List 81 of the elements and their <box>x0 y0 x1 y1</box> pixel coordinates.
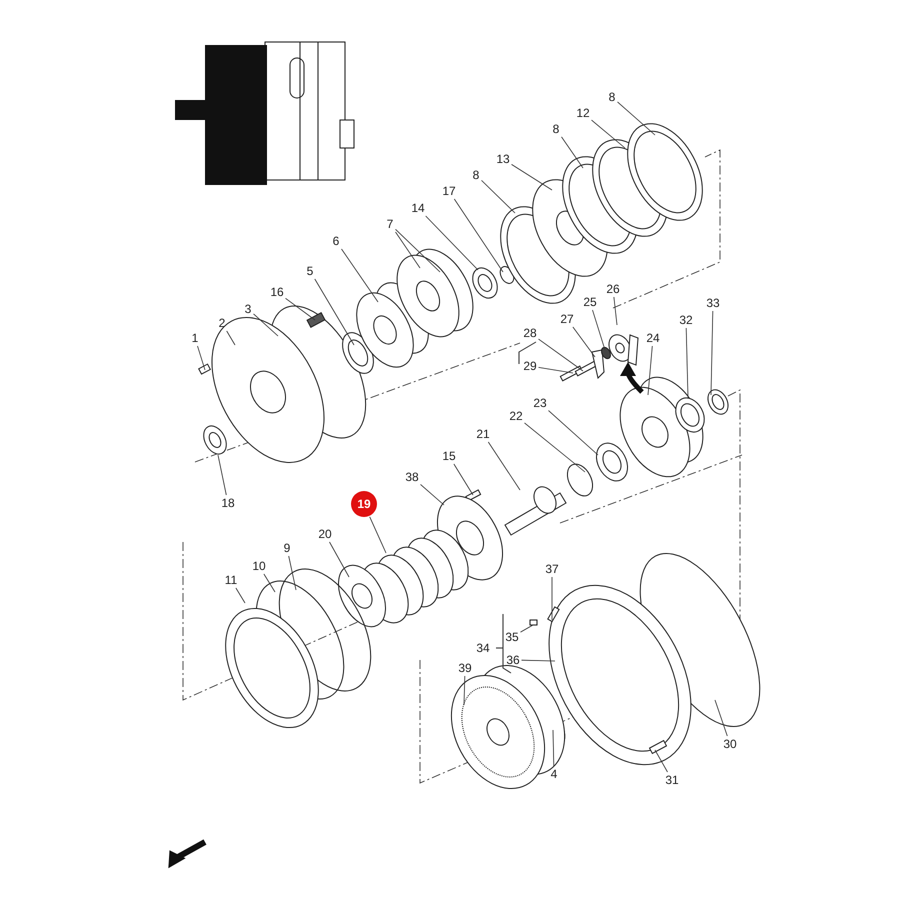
callout-number: 17 <box>441 184 457 198</box>
callout-number: 9 <box>282 541 292 555</box>
callout-number: 8 <box>608 90 616 104</box>
callout-number: 18 <box>220 496 236 510</box>
callout-number: 8 <box>552 122 560 136</box>
leader-line <box>710 310 714 396</box>
callout-number: 35 <box>504 630 520 644</box>
callout-number: 28 <box>522 326 538 340</box>
leader-line <box>686 328 688 398</box>
leader-line <box>329 542 350 578</box>
callout-number: 10 <box>251 559 267 573</box>
leader-line <box>538 367 574 374</box>
callout-number: 16 <box>269 285 285 299</box>
callout-number: 37 <box>544 562 560 576</box>
callout-number: 3 <box>244 302 252 316</box>
callout-number: 21 <box>475 427 491 441</box>
callout-number: 4 <box>550 767 558 781</box>
callout-number: 39 <box>457 661 473 675</box>
callout-number: 2 <box>218 316 226 330</box>
callout-number: 33 <box>705 296 721 310</box>
leader-line <box>395 228 440 272</box>
leader-line <box>561 136 584 168</box>
leader-line <box>654 750 668 772</box>
leader-line <box>341 248 378 302</box>
leader-line <box>226 330 236 346</box>
callout-number: 29 <box>522 359 538 373</box>
leader-line <box>591 120 626 148</box>
callout-number: 30 <box>722 737 738 751</box>
leader-line <box>425 216 478 270</box>
leader-line <box>614 296 618 326</box>
leader-line <box>592 310 606 350</box>
leader-line <box>197 346 206 370</box>
leader-line <box>714 700 728 736</box>
callout-number: 27 <box>559 312 575 326</box>
leader-line <box>395 232 420 268</box>
leader-line <box>538 338 584 372</box>
callout-number: 31 <box>664 773 680 787</box>
leader-line <box>454 198 504 272</box>
leader-line <box>264 574 276 592</box>
leader-line <box>288 556 296 590</box>
leader-line <box>572 326 596 358</box>
callout-number: 6 <box>332 234 340 248</box>
callout-number: 24 <box>645 331 661 345</box>
callout-number: 23 <box>532 396 548 410</box>
leader-line <box>369 516 386 554</box>
callout-number: 15 <box>441 449 457 463</box>
leader-line <box>285 298 316 320</box>
leader-line <box>314 278 354 346</box>
callout-number: 25 <box>582 295 598 309</box>
leader-line <box>524 422 586 472</box>
callout-number: 11 <box>224 573 238 587</box>
callout-number: 38 <box>404 470 420 484</box>
leader-line <box>488 442 520 490</box>
leader-line <box>218 454 227 496</box>
callout-number: 5 <box>306 264 314 278</box>
callout-number: 14 <box>410 201 426 215</box>
callout-number: 22 <box>508 409 524 423</box>
callout-number: 13 <box>495 152 511 166</box>
leader-line <box>548 410 598 456</box>
callout-number: 34 <box>475 641 491 655</box>
callout-number: 36 <box>505 653 521 667</box>
leader-line <box>253 314 278 336</box>
leader-line <box>552 730 554 766</box>
leader-line <box>520 624 534 632</box>
callout-number: 26 <box>605 282 621 296</box>
leader-line <box>481 180 516 214</box>
leader-line <box>464 676 466 706</box>
callout-number: 12 <box>575 106 591 120</box>
leader-line <box>521 660 556 662</box>
leader-line <box>420 484 444 506</box>
leader-line <box>454 464 474 496</box>
callout-number: 20 <box>317 527 333 541</box>
leader-line <box>617 102 656 136</box>
highlighted-callout-number: 19 <box>351 491 377 517</box>
callout-number: 1 <box>190 331 200 345</box>
leader-line <box>511 164 552 190</box>
callout-number: 32 <box>678 313 694 327</box>
callout-number: 7 <box>386 217 394 231</box>
leader-line <box>648 346 653 396</box>
callout-number: 8 <box>472 168 480 182</box>
leader-line <box>236 588 246 604</box>
